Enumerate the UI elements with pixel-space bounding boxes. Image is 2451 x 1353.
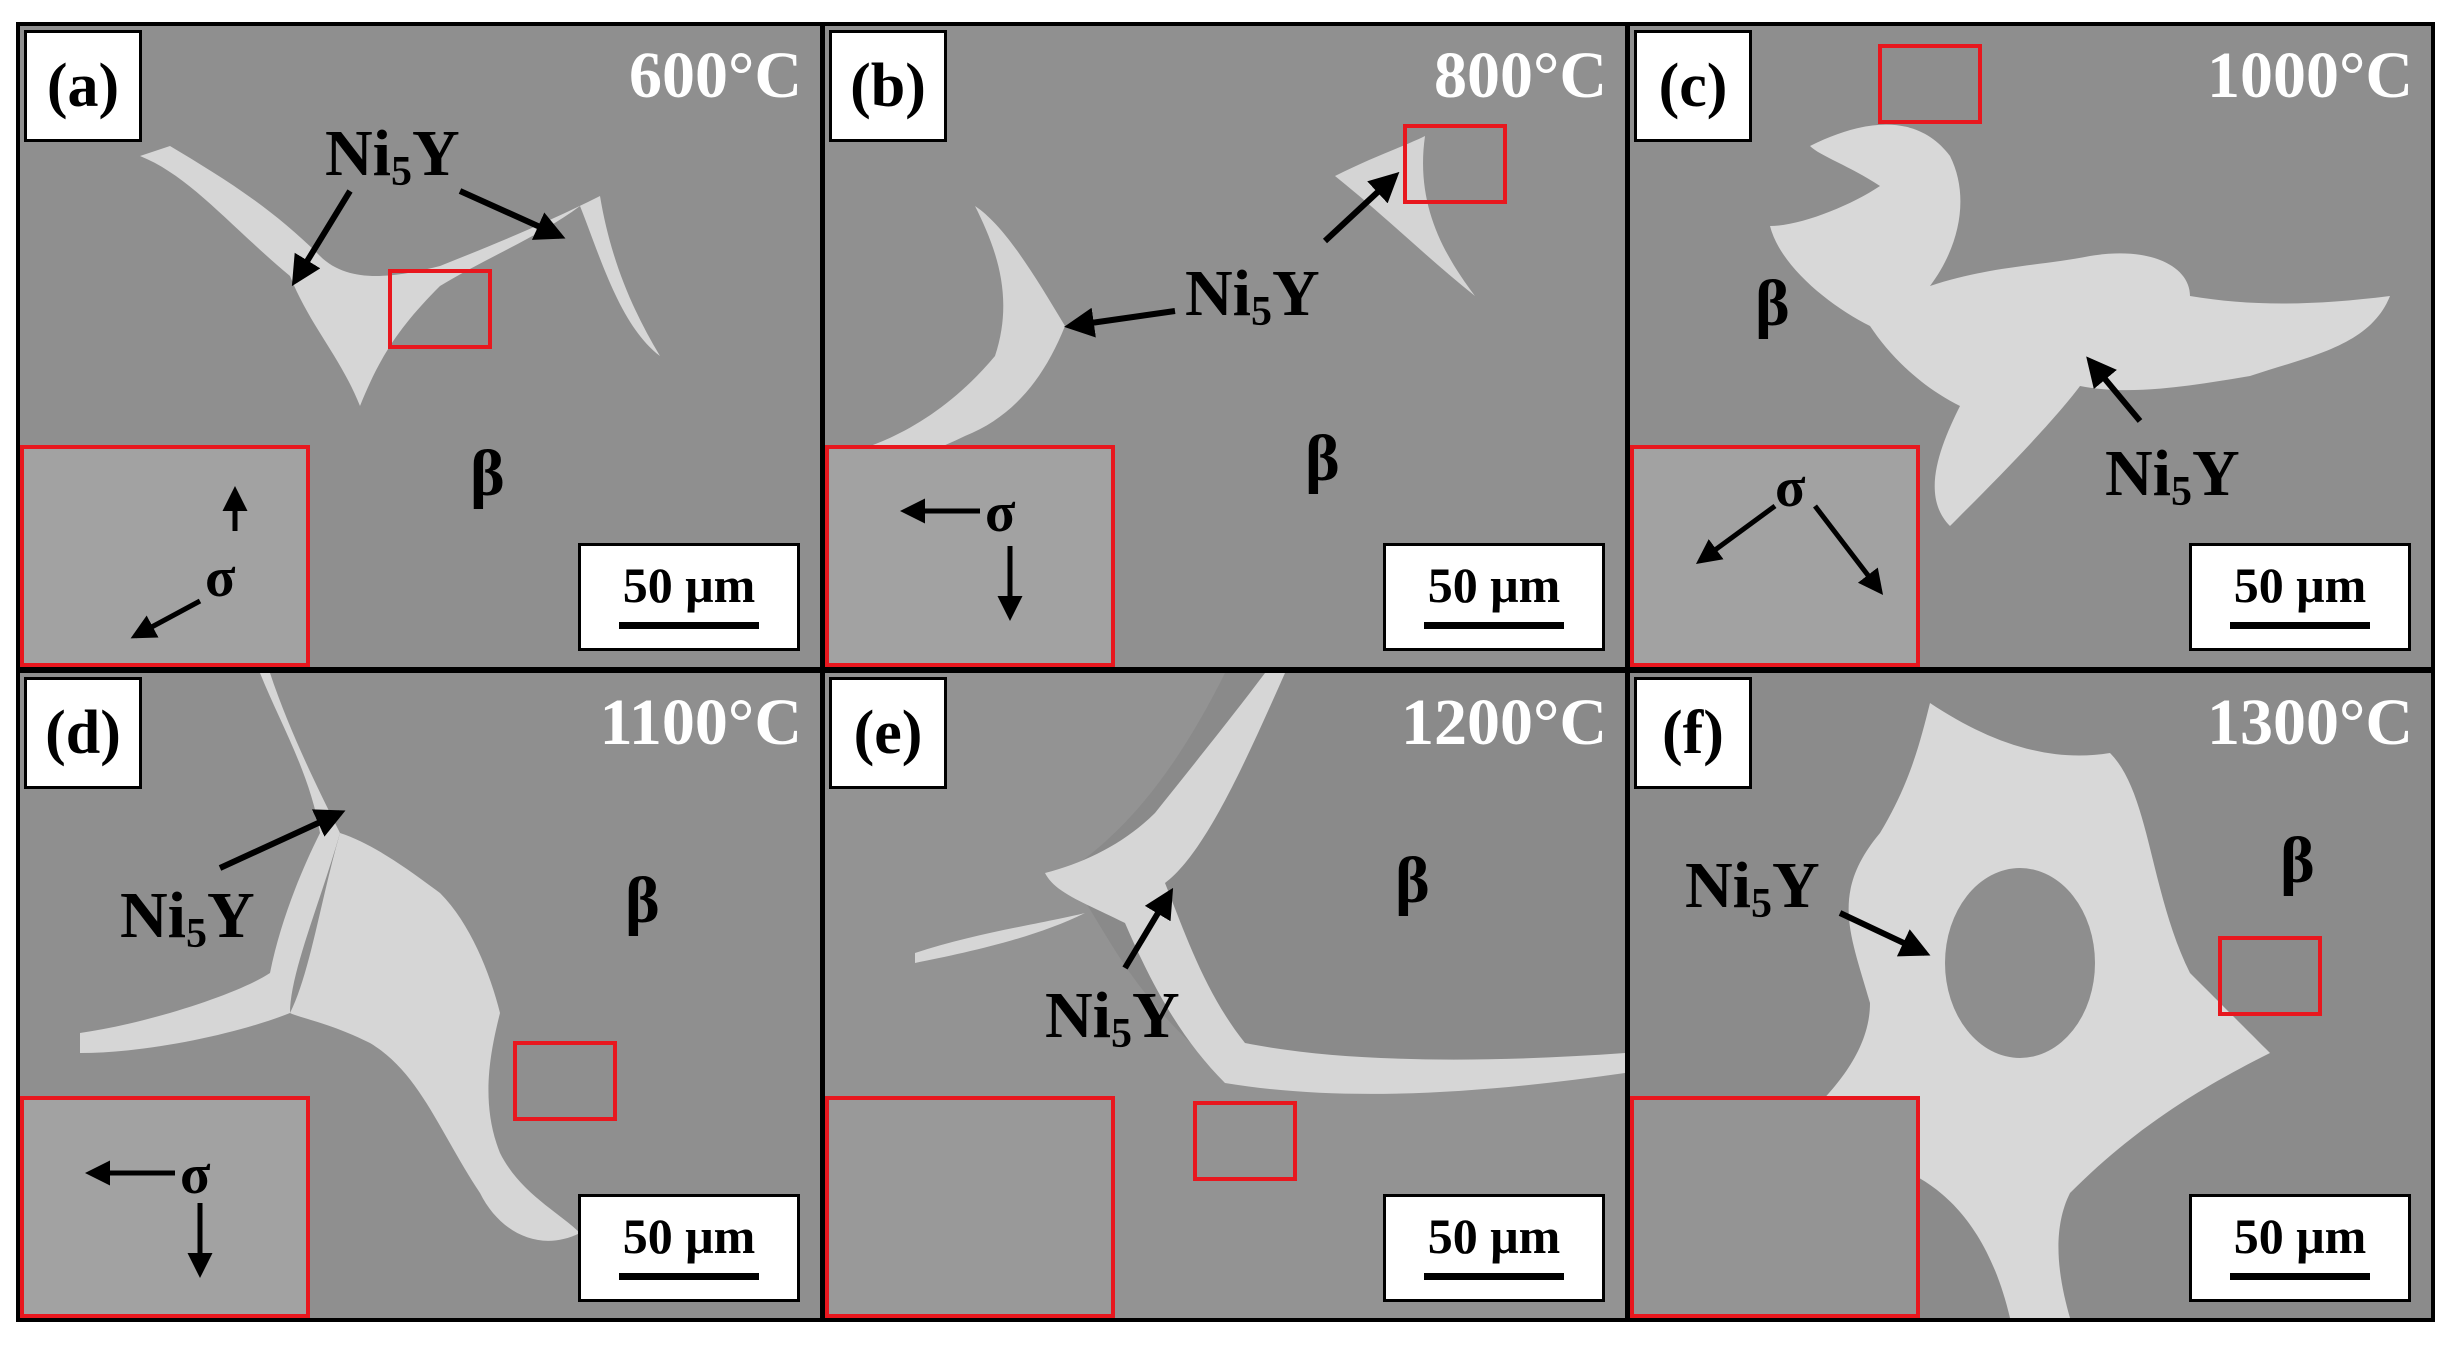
scale-bar: 50 μm	[2189, 1194, 2411, 1302]
panel-a: (a) 600°C Ni5Y β σ 50 μm	[20, 26, 820, 667]
scale-bar: 50 μm	[578, 543, 800, 651]
ni5y-label: Ni5Y	[1045, 979, 1180, 1057]
panel-e: (e) 1200°C Ni5Y β 50 μm	[825, 673, 1625, 1318]
temperature-label: 1200°C	[1400, 686, 1607, 759]
beta-label: β	[2280, 824, 2315, 897]
panel-label: (a)	[24, 30, 142, 142]
temperature-label: 800°C	[1433, 39, 1607, 112]
sigma-label: σ	[180, 1144, 211, 1206]
scale-text: 50 μm	[622, 557, 756, 613]
panel-label: (f)	[1634, 677, 1752, 789]
ni5y-label: Ni5Y	[120, 879, 255, 957]
beta-label: β	[1395, 844, 1430, 917]
panel-label: (e)	[829, 677, 947, 789]
inset-a	[20, 445, 310, 667]
beta-label: β	[1305, 422, 1340, 495]
beta-label: β	[1755, 267, 1790, 340]
temperature-label: 1000°C	[2206, 39, 2413, 112]
ni5y-label: Ni5Y	[325, 117, 460, 195]
panel-f: (f) 1300°C Ni5Y β 50 μm	[1630, 673, 2431, 1318]
scale-text: 50 μm	[622, 1208, 756, 1264]
sigma-label: σ	[985, 482, 1016, 544]
inset-d	[20, 1096, 310, 1318]
scale-text: 50 μm	[2233, 1208, 2367, 1264]
panel-label: (c)	[1634, 30, 1752, 142]
ni5y-label: Ni5Y	[2105, 437, 2240, 515]
temperature-label: 1300°C	[2206, 686, 2413, 759]
scale-text: 50 μm	[2233, 557, 2367, 613]
temperature-label: 600°C	[628, 39, 802, 112]
panel-label: (d)	[24, 677, 142, 789]
temperature-label: 1100°C	[599, 686, 802, 759]
beta-label: β	[625, 864, 660, 937]
sigma-label: σ	[1775, 457, 1806, 519]
micrograph-grid: (a) 600°C Ni5Y β σ 50 μm (b) 800°C Ni5Y …	[16, 22, 2435, 1322]
scale-bar: 50 μm	[1383, 543, 1605, 651]
inset-b	[825, 445, 1115, 667]
scale-text: 50 μm	[1427, 1208, 1561, 1264]
scale-bar: 50 μm	[2189, 543, 2411, 651]
panel-b: (b) 800°C Ni5Y β σ 50 μm	[825, 26, 1625, 667]
panel-d: (d) 1100°C Ni5Y β σ 50 μm	[20, 673, 820, 1318]
ni5y-label: Ni5Y	[1685, 849, 1820, 927]
ni5y-label: Ni5Y	[1185, 257, 1320, 335]
scale-bar: 50 μm	[1383, 1194, 1605, 1302]
scale-bar: 50 μm	[578, 1194, 800, 1302]
panel-c: (c) 1000°C Ni5Y β σ 50 μm	[1630, 26, 2431, 667]
panel-label: (b)	[829, 30, 947, 142]
inset-f	[1630, 1096, 1920, 1318]
scale-text: 50 μm	[1427, 557, 1561, 613]
inset-e	[825, 1096, 1115, 1318]
sigma-label: σ	[205, 547, 236, 609]
beta-label: β	[470, 437, 505, 510]
